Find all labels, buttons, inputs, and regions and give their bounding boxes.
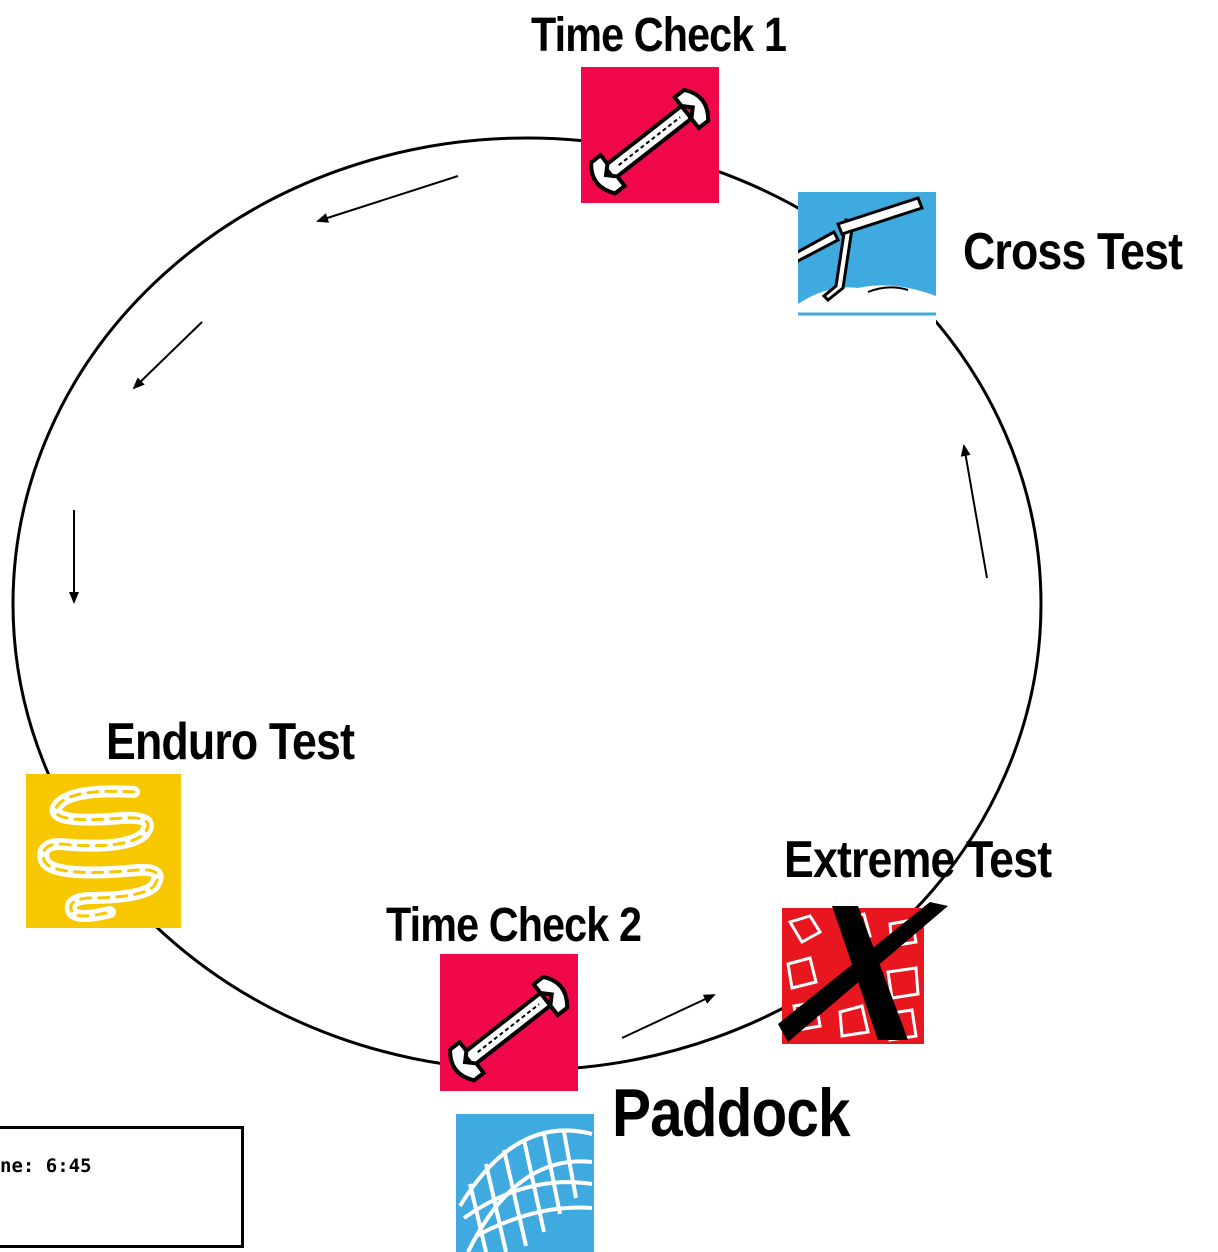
direction-arrow xyxy=(960,444,988,579)
wrench-icon xyxy=(440,954,578,1091)
direction-arrow xyxy=(316,175,459,223)
paddock-net-icon xyxy=(456,1114,594,1252)
time-check-1-label: Time Check 1 xyxy=(531,9,787,62)
paddock-label: Paddock xyxy=(612,1075,851,1151)
wrench-icon xyxy=(581,67,719,203)
enduro-test-label: Enduro Test xyxy=(106,713,355,771)
direction-arrow xyxy=(132,321,203,390)
enduro-squiggle-icon xyxy=(26,774,181,928)
time-check-2-label: Time Check 2 xyxy=(386,899,642,952)
info-box xyxy=(0,1126,244,1248)
extreme-x-icon xyxy=(778,902,950,1044)
cross-test-label: Cross Test xyxy=(963,223,1183,281)
cross-jump-icon xyxy=(798,192,936,329)
info-box-text: ne: 6:45 xyxy=(0,1155,92,1177)
direction-arrow xyxy=(621,994,716,1039)
extreme-test-label: Extreme Test xyxy=(784,831,1052,889)
